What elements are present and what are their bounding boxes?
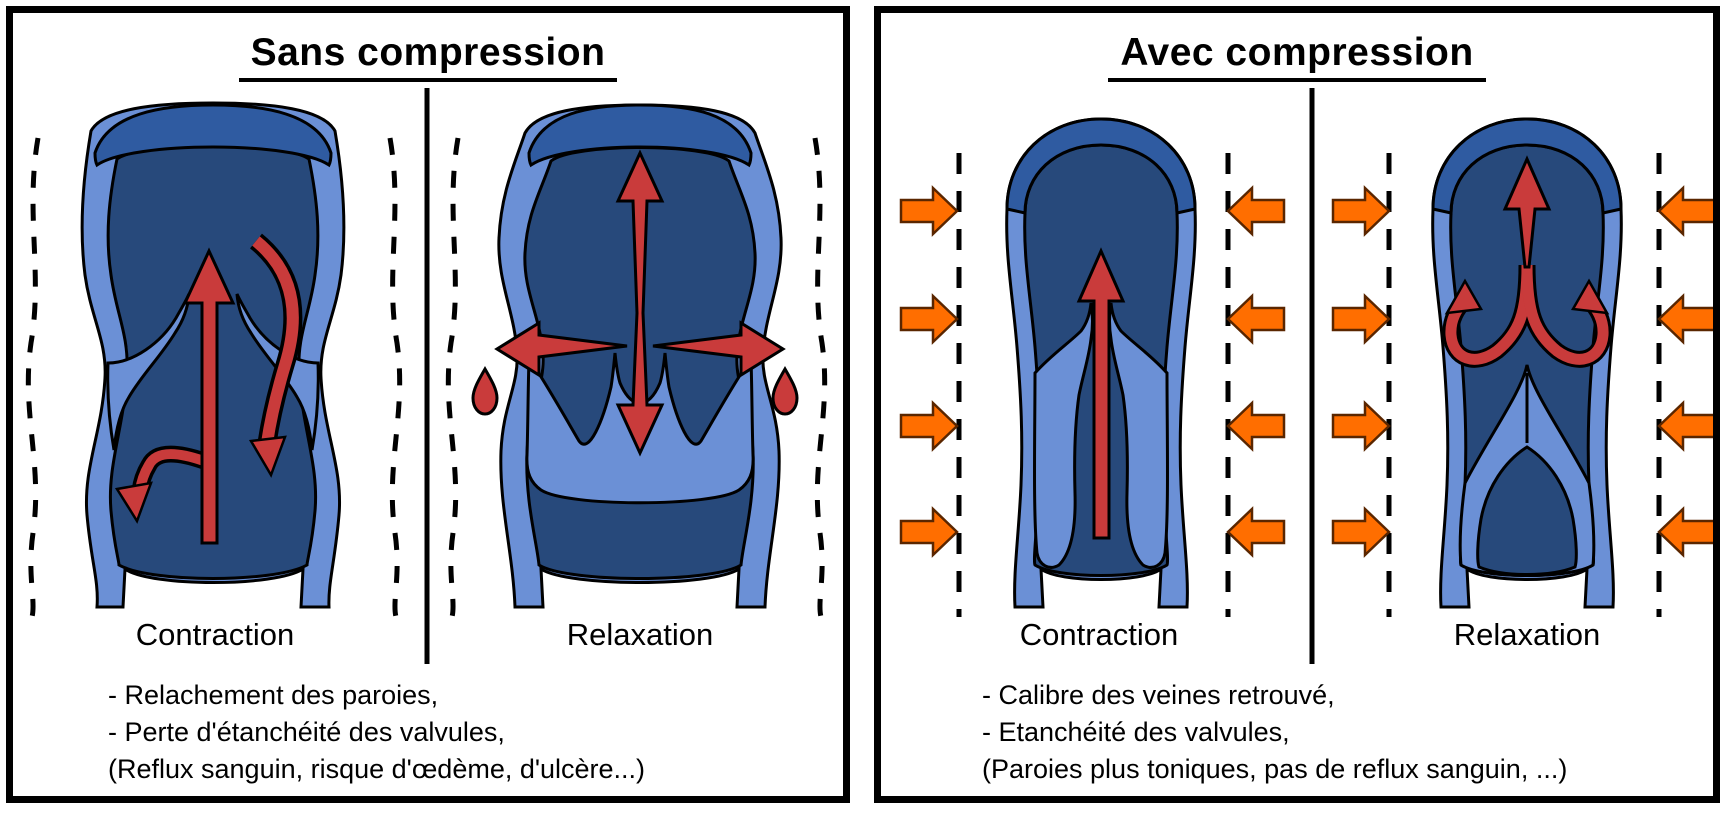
- blood-droplet-icon: [471, 367, 499, 416]
- compression-arrow-icon: [1331, 186, 1391, 236]
- note-line: - Calibre des veines retrouvé,: [982, 680, 1335, 710]
- panel-notes: - Relachement des paroies, - Perte d'éta…: [108, 677, 645, 788]
- flow-arrow-icon: [182, 247, 236, 545]
- leak-arrow-right-icon: [652, 320, 786, 378]
- compression-arrow-icon: [1657, 186, 1713, 236]
- compression-arrow-icon: [1226, 507, 1286, 557]
- valve-leaflet-left: [106, 293, 191, 451]
- compression-arrow-icon: [1226, 294, 1286, 344]
- note-line: (Paroies plus toniques, pas de reflux sa…: [982, 754, 1568, 784]
- panel-title: Sans compression: [238, 31, 618, 82]
- compression-arrow-icon: [1226, 186, 1286, 236]
- compression-arrow-icon: [1331, 507, 1391, 557]
- pressure-line-icon: [445, 137, 461, 618]
- blood-droplet-icon: [771, 367, 799, 416]
- panel-title: Avec compression: [1108, 31, 1486, 82]
- valve-sinus-right: [1108, 302, 1169, 569]
- panel-notes: - Calibre des veines retrouvé, - Etanché…: [982, 677, 1567, 788]
- blood-flow-arrows: [114, 233, 303, 545]
- vein-label-contraction: Contraction: [135, 617, 295, 652]
- compression-arrow-icon: [899, 401, 959, 451]
- valve-leaflet-right: [235, 293, 320, 451]
- note-line: (Reflux sanguin, risque d'œdème, d'ulcèr…: [108, 754, 646, 784]
- swirl-arrowhead-icon: [1570, 278, 1610, 315]
- compression-arrow-icon: [1657, 401, 1713, 451]
- panel-sans-compression: Sans compression: [6, 6, 850, 803]
- compression-arrow-icon: [1226, 401, 1286, 451]
- compression-boundary-lines: [956, 153, 1662, 617]
- compression-arrow-icon: [1657, 507, 1713, 557]
- swirl-arrow: [1445, 264, 1533, 365]
- flow-arrow-icon: [1502, 155, 1552, 269]
- oscillating-flow-arrow-icon: [615, 149, 665, 457]
- leak-arrow-left-icon: [494, 320, 628, 378]
- sans-compression-graphics: [25, 88, 828, 664]
- avec-compression-graphics: [899, 88, 1713, 664]
- panel-avec-compression: Avec compression: [874, 6, 1720, 803]
- compression-arrow-icon: [899, 186, 959, 236]
- compression-arrow-icon: [1331, 401, 1391, 451]
- pressure-line-icon: [812, 137, 828, 618]
- blood-flow-arrows: [1442, 155, 1612, 368]
- flow-arrow-icon: [1076, 247, 1126, 540]
- vein-label-relaxation: Relaxation: [566, 617, 714, 652]
- backflow-arrowhead-icon: [114, 481, 153, 524]
- note-line: - Relachement des paroies,: [108, 680, 439, 710]
- pressure-line-icon: [387, 137, 403, 618]
- vein-cap: [1005, 117, 1197, 215]
- pressure-lines-group: [25, 137, 828, 618]
- blood-flow-arrows: [471, 149, 799, 457]
- compression-arrow-icon: [1657, 294, 1713, 344]
- vein-label-relaxation: Relaxation: [1453, 617, 1601, 652]
- reflux-arrowhead-icon: [248, 435, 287, 478]
- reflux-arrow: [252, 236, 299, 444]
- swirl-arrowhead-icon: [1444, 278, 1484, 315]
- vein-cap: [1431, 117, 1623, 215]
- swirl-arrow: [1521, 264, 1609, 365]
- vein-cap: [93, 103, 333, 168]
- pressure-line-icon: [25, 137, 41, 618]
- note-line: - Etanchéité des valvules,: [982, 717, 1290, 747]
- compression-arrow-icon: [899, 507, 959, 557]
- lumen-below-valve: [1476, 445, 1578, 576]
- backflow-arrow: [135, 449, 206, 492]
- note-line: - Perte d'étanchéité des valvules,: [108, 717, 505, 747]
- vein-cap: [527, 103, 753, 168]
- compression-arrow-icon: [899, 294, 959, 344]
- panel-title-row: Sans compression: [13, 31, 843, 82]
- vein-label-contraction: Contraction: [1019, 617, 1179, 652]
- valve-sinus-left: [1033, 302, 1094, 569]
- panel-title-row: Avec compression: [881, 31, 1713, 82]
- vein-relaxation-compressed: [1431, 117, 1623, 609]
- compression-arrow-icon: [1331, 294, 1391, 344]
